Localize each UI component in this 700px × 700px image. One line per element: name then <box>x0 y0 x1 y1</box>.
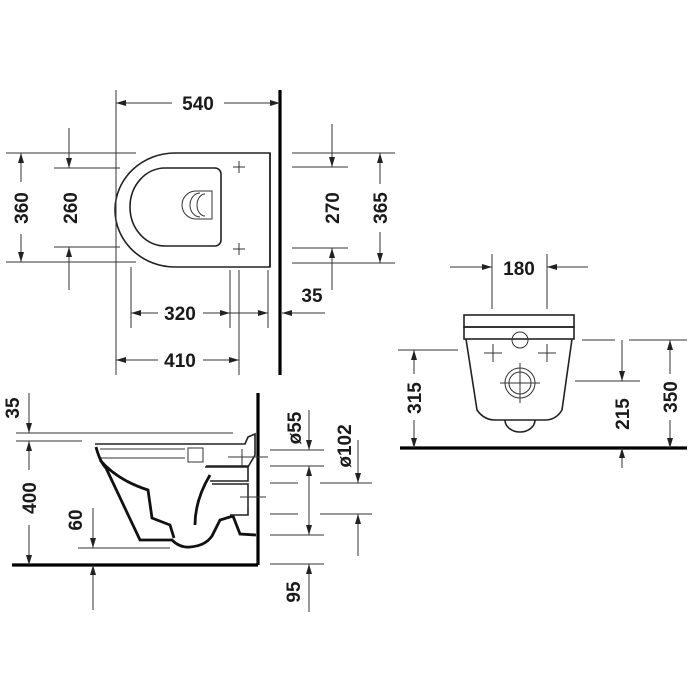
dim-outlet-floor-offset: 95 <box>284 581 305 603</box>
side-trap <box>193 474 212 526</box>
dim-fixing-height: 350 <box>661 381 682 413</box>
top-bowl-opening <box>129 167 222 247</box>
dim-rim-height-offset: 315 <box>405 382 426 414</box>
dim-overall-length: 540 <box>182 94 214 115</box>
dim-wall-gap: 35 <box>301 286 323 307</box>
side-outlet <box>212 483 249 516</box>
dim-outlet-diameter: ø102 <box>335 424 356 467</box>
front-bowl <box>465 338 573 421</box>
front-outlet-bulge <box>504 419 536 433</box>
dim-outlet-height: 215 <box>613 398 634 430</box>
dim-fixing-to-front: 320 <box>164 304 196 325</box>
side-hinge <box>187 447 204 463</box>
side-seat <box>95 432 256 468</box>
front-lid <box>463 326 575 340</box>
dim-rim-height: 400 <box>20 482 41 514</box>
side-view: 35 400 60 ø55 ø102 <box>3 393 372 612</box>
front-view: 180 315 215 350 <box>398 254 687 468</box>
dim-fixing-width-b: 365 <box>371 192 392 224</box>
dim-fixing-width-a: 270 <box>323 192 344 224</box>
front-seat <box>463 314 575 328</box>
dim-overall-width: 360 <box>12 192 33 224</box>
dim-inlet-diameter: ø55 <box>285 411 306 444</box>
side-bowl-inner <box>98 459 176 539</box>
dim-seat-thickness: 35 <box>3 397 24 419</box>
dim-fixing-spacing: 180 <box>503 259 535 280</box>
top-outlet-arc <box>189 192 201 218</box>
dim-bowl-clearance: 60 <box>66 509 87 530</box>
front-inlet-circle <box>511 331 529 349</box>
side-bowl <box>94 446 257 549</box>
top-seat-outline <box>114 152 271 268</box>
dim-outlet-to-front: 410 <box>164 351 196 372</box>
side-centerline-cross-icon <box>228 449 268 507</box>
top-view: 540 360 260 270 365 <box>6 90 395 375</box>
side-inlet <box>206 465 249 482</box>
dim-seat-inner-width: 260 <box>61 192 82 224</box>
top-fixing-cross-icon <box>233 161 245 255</box>
top-outlet-arc <box>196 193 206 217</box>
top-outlet-icon <box>181 190 213 220</box>
front-fixing-cross-icon <box>484 344 556 403</box>
